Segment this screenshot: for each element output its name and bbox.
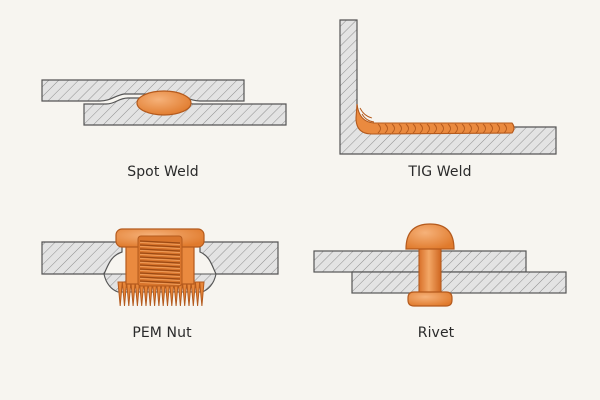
tig-weld-label: TIG Weld [408, 164, 472, 180]
rivet-head [405, 223, 455, 250]
thread-highlight [139, 270, 181, 273]
bead-ripple [461, 123, 465, 134]
thread-line [139, 256, 181, 260]
thread-line [139, 264, 181, 268]
rivet-shank [418, 245, 442, 297]
bead-ripple [419, 123, 423, 134]
pem-nut-right-sheet [199, 241, 279, 275]
rivet-bottom-sheet [351, 271, 567, 294]
thread-highlight [139, 246, 181, 249]
bead-ripple [447, 123, 451, 134]
thread-line [139, 272, 181, 276]
tig-weld-bead-ripples [359, 107, 507, 134]
bead-ripple [489, 123, 493, 134]
thread-highlight [139, 258, 181, 261]
thread-line [139, 276, 181, 280]
bead-ripple [377, 123, 381, 134]
spot-weld-nugget [136, 90, 192, 116]
spot-weld-figure [41, 79, 287, 126]
thread-highlight [139, 242, 181, 245]
thread-highlight [139, 262, 181, 265]
pem-nut-left-sheet [41, 241, 123, 275]
bead-ripple [496, 123, 500, 134]
rivet-figure [313, 223, 567, 307]
thread-line [139, 280, 181, 284]
thread-line [139, 268, 181, 272]
bead-ripple [412, 123, 416, 134]
thread-line [139, 260, 181, 264]
bead-ripple [433, 123, 437, 134]
bead-ripple [405, 123, 409, 134]
spot-weld-label: Spot Weld [127, 164, 199, 180]
bead-ripple [398, 123, 402, 134]
pem-nut-label: PEM Nut [132, 325, 192, 341]
bead-ripple [482, 123, 486, 134]
pem-nut-threads [139, 240, 181, 285]
thread-highlight [139, 278, 181, 281]
pem-nut-knurled-base [117, 281, 205, 307]
thread-highlight [139, 250, 181, 253]
thread-highlight [139, 282, 181, 285]
thread-highlight [139, 266, 181, 269]
bead-ripple [503, 123, 507, 134]
bead-ripple [440, 123, 444, 134]
bead-ripple [391, 123, 395, 134]
thread-line [139, 252, 181, 256]
bead-ripple [384, 123, 388, 134]
rivet-label: Rivet [417, 325, 455, 341]
bead-ripple [475, 123, 479, 134]
bead-ripple [454, 123, 458, 134]
bead-ripple [359, 107, 375, 123]
rivet-bucked-tail [407, 291, 453, 307]
thread-line [139, 248, 181, 252]
tig-weld-figure [339, 19, 557, 155]
bead-ripple [468, 123, 472, 134]
pem-nut-figure [41, 228, 279, 307]
thread-highlight [139, 254, 181, 257]
tig-weld-bead [355, 103, 515, 135]
thread-line [139, 240, 181, 244]
thread-highlight [139, 274, 181, 277]
bead-ripple [426, 123, 430, 134]
thread-line [139, 244, 181, 248]
